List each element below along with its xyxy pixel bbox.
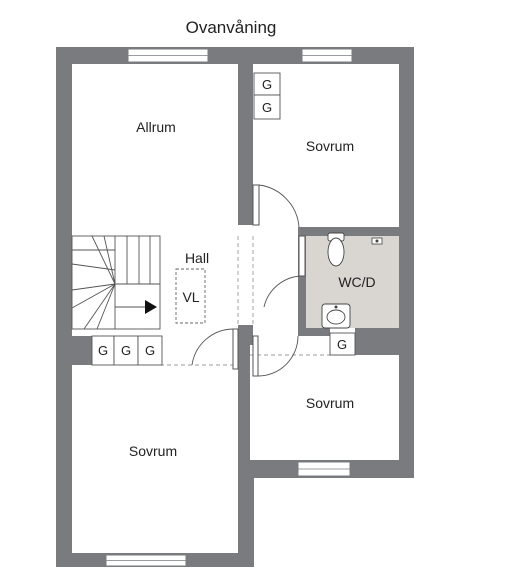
closet-label: G [98,343,108,358]
room-label-sovrum-mid: Sovrum [306,395,354,411]
closet-label: G [337,337,347,352]
windows [105,48,353,567]
closet-label: G [121,343,131,358]
door-wcd[interactable] [298,235,306,277]
toilet-bowl-icon [327,237,345,267]
room-label-sovrum-top: Sovrum [306,138,354,154]
bathroom-fixtures [321,232,383,329]
interior-walls [72,64,414,470]
closet-right-1 [329,332,356,356]
doors [191,184,306,377]
door-sovrum-mid[interactable] [252,335,259,377]
staircase [71,235,161,330]
room-label-hall: Hall [185,250,209,266]
bathroom-floor [306,236,399,328]
room-label-allrum: Allrum [136,119,176,135]
ventilation-box [175,268,206,324]
door-sovrum-bottom[interactable] [232,328,239,370]
closet-label: G [262,100,272,115]
closet-top-2 [253,94,281,120]
door-sovrum-top[interactable] [252,184,260,226]
closet-label: G [145,343,155,358]
room-label-wcd: WC/D [338,274,375,290]
closet-label: G [262,77,272,92]
room-label-vl: VL [182,289,199,305]
stair-direction-arrow-icon [145,300,157,314]
room-label-sovrum-bottom: Sovrum [129,443,177,459]
closet-left-3 [137,335,163,366]
plan-title: Ovanvåning [186,18,277,37]
closets: G G G G G G [91,72,356,366]
closet-left-2 [113,335,139,366]
